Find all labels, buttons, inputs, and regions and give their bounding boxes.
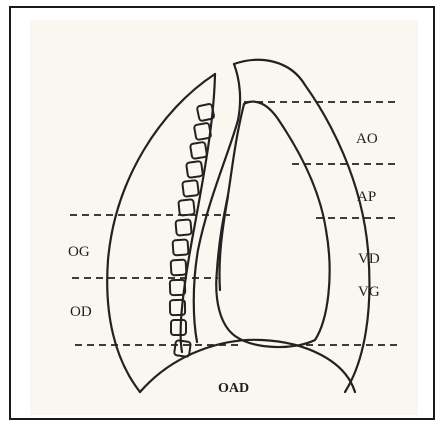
vertebra xyxy=(171,260,187,276)
vertebra xyxy=(175,219,191,235)
vertebra xyxy=(186,161,203,178)
vertebra xyxy=(173,239,189,255)
vertebra xyxy=(171,320,186,335)
label-ao: AO xyxy=(356,132,378,147)
vertebra xyxy=(178,199,194,215)
reference-lines xyxy=(70,102,400,345)
label-og: OG xyxy=(68,245,90,260)
vertebra xyxy=(194,123,211,140)
heart-inner-line xyxy=(219,196,228,290)
label-od: OD xyxy=(70,305,92,320)
vertebra xyxy=(182,180,199,197)
vertebrae-column xyxy=(170,103,215,357)
vertebra xyxy=(190,142,207,159)
label-ap: AP xyxy=(357,190,376,205)
label-vg: VG xyxy=(358,285,380,300)
label-oad: OAD xyxy=(218,382,249,396)
label-vd: VD xyxy=(358,252,380,267)
outer-right-contour xyxy=(234,60,369,392)
